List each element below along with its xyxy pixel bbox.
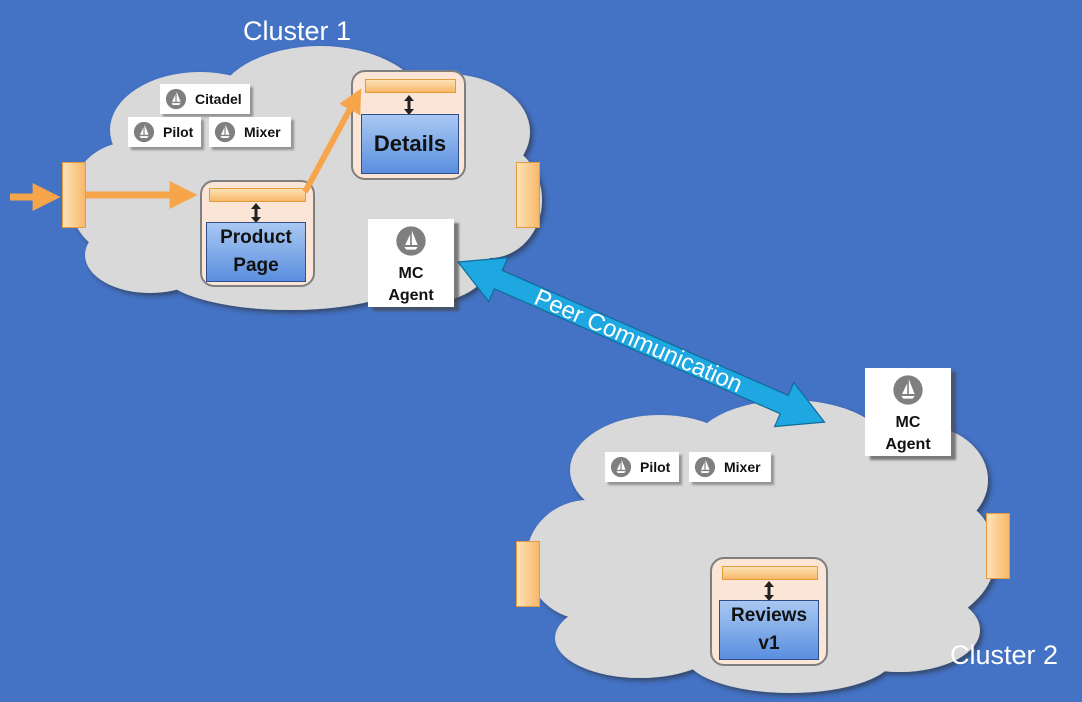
envoy-sidecar: [365, 79, 456, 93]
mixer-label: Mixer: [244, 124, 281, 140]
mc-agent-label-line1: MC: [895, 414, 921, 431]
pilot-component: Pilot: [128, 117, 201, 147]
cluster-2-mc-agent: MC Agent: [865, 368, 951, 456]
cluster-2-ingress-gateway: [516, 541, 540, 607]
cluster-2-egress-gateway: [986, 513, 1010, 579]
cluster-1-ingress-gateway: [62, 162, 86, 228]
cluster-2-title: Cluster 2: [950, 640, 1059, 670]
mixer-label: Mixer: [724, 459, 761, 475]
istio-sail-icon: [133, 121, 155, 143]
product-page-label-line1: Product: [220, 227, 292, 248]
product-page-service: Product Page: [206, 222, 306, 282]
reviews-label-line1: Reviews: [730, 605, 808, 626]
mixer-component: Mixer: [689, 452, 771, 482]
mc-agent-label-line2: Agent: [388, 287, 434, 304]
istio-sail-icon: [893, 375, 923, 405]
pilot-label: Pilot: [163, 124, 194, 140]
mc-agent-label-line2: Agent: [885, 436, 931, 453]
istio-sail-icon: [165, 88, 187, 110]
reviews-v1-pod: Reviews v1: [710, 557, 828, 666]
istio-sail-icon: [610, 456, 632, 478]
details-service: Details: [361, 114, 459, 174]
reviews-label-line2: v1: [758, 633, 780, 654]
bidirectional-arrow-icon: [251, 203, 261, 223]
peer-communication-arrow: [456, 256, 826, 428]
pilot-component: Pilot: [605, 452, 679, 482]
istio-sail-icon: [214, 121, 236, 143]
cluster-1-egress-gateway: [516, 162, 540, 228]
envoy-sidecar: [209, 188, 306, 202]
mixer-component: Mixer: [209, 117, 291, 147]
cluster-1-mc-agent: MC Agent: [368, 219, 454, 307]
product-page-pod: Product Page: [200, 180, 315, 287]
istio-sail-icon: [396, 226, 426, 256]
product-page-label-line2: Page: [233, 255, 279, 276]
details-label: Details: [373, 131, 447, 156]
cluster-1-title: Cluster 1: [243, 16, 352, 46]
istio-sail-icon: [694, 456, 716, 478]
citadel-component: Citadel: [160, 84, 250, 114]
bidirectional-arrow-icon: [404, 95, 414, 115]
details-pod: Details: [351, 70, 466, 180]
pilot-label: Pilot: [640, 459, 671, 475]
product-page-to-details-arrow: [302, 88, 362, 194]
bidirectional-arrow-icon: [764, 581, 774, 601]
cluster-2-cloud: [526, 400, 995, 693]
envoy-sidecar: [722, 566, 818, 580]
mc-agent-label-line1: MC: [398, 265, 424, 282]
reviews-v1-service: Reviews v1: [719, 600, 819, 660]
citadel-label: Citadel: [195, 91, 242, 107]
